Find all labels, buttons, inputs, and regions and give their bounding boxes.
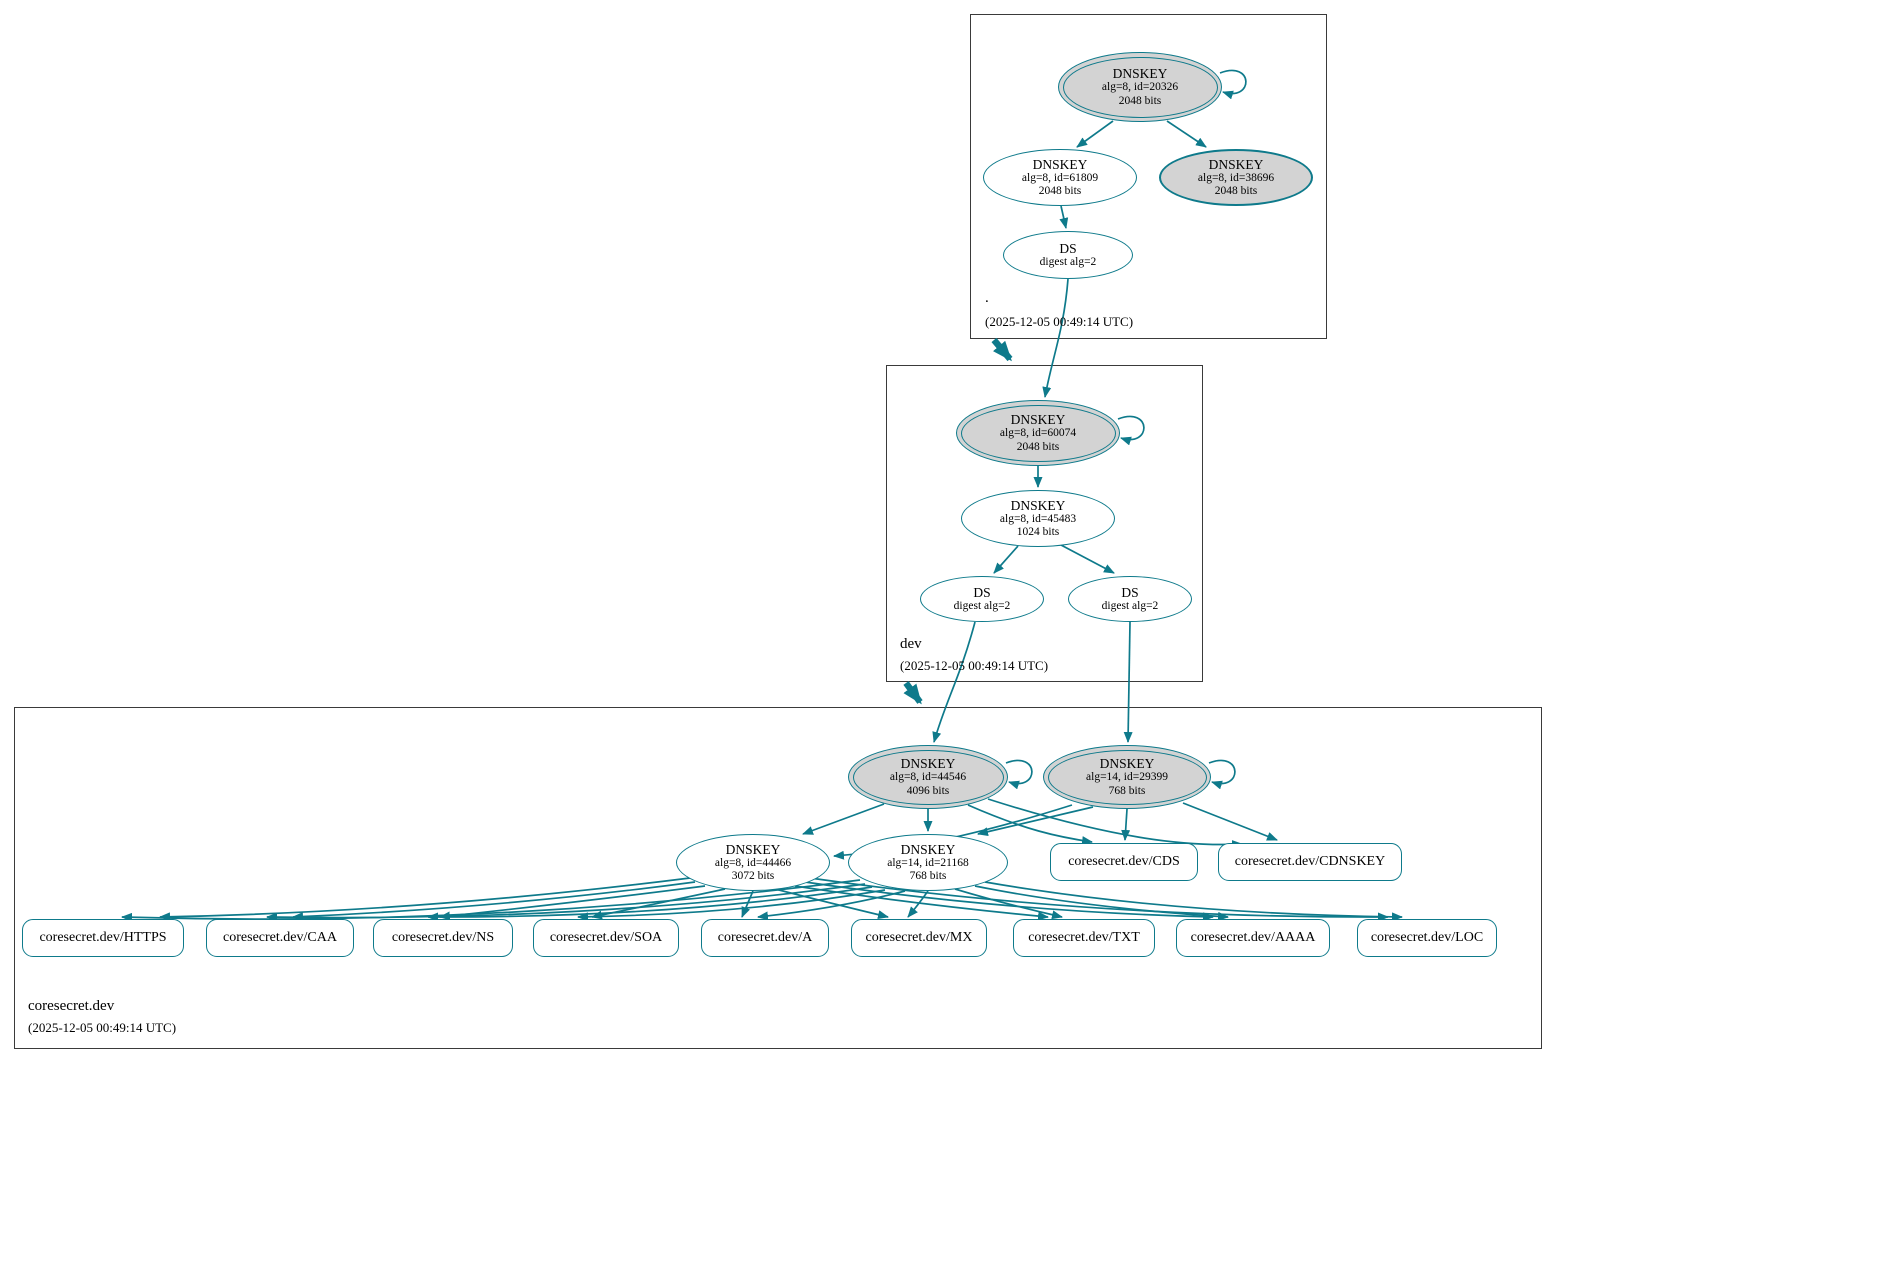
zone-timestamp-root: (2025-12-05 00:49:14 UTC): [985, 314, 1134, 329]
node-detail: 4096 bits: [906, 784, 950, 797]
rrset-node-caa: coresecret.dev/CAA: [206, 919, 354, 957]
node-detail: digest alg=2: [953, 599, 1011, 612]
node-title: DNSKEY: [900, 841, 956, 857]
zone-label-coresecret: coresecret.dev: [28, 998, 115, 1014]
node-detail: alg=14, id=29399: [1086, 771, 1168, 783]
zsk2-rrset-edges: [121, 879, 1403, 922]
rrset-label: coresecret.dev/NS: [391, 930, 495, 945]
node-detail: alg=8, id=45483: [999, 512, 1077, 525]
node-detail: alg=8, id=61809: [1021, 171, 1099, 184]
node-title: DS: [1121, 584, 1139, 600]
node-title: DS: [1059, 240, 1077, 256]
rrset-node-soa: coresecret.dev/SOA: [533, 919, 679, 957]
dnskey-node-dev-60074: DNSKEY alg=8, id=60074 2048 bits: [956, 400, 1120, 466]
dnskey-node-coresecret-44546: DNSKEY alg=8, id=44546 4096 bits: [848, 745, 1008, 809]
dnskey-node-coresecret-29399: DNSKEY alg=14, id=29399 768 bits: [1043, 745, 1211, 809]
rrset-node-cdnskey: coresecret.dev/CDNSKEY: [1218, 843, 1402, 881]
zone-box-root: [970, 14, 1327, 339]
dnskey-node-root-61809: DNSKEY alg=8, id=61809 2048 bits: [983, 149, 1137, 206]
node-detail: alg=8, id=44546: [889, 771, 967, 783]
node-detail: digest alg=2: [1101, 599, 1159, 612]
rrset-node-cds: coresecret.dev/CDS: [1050, 843, 1198, 881]
zone-label-dev: dev: [900, 636, 922, 652]
rrset-label: coresecret.dev/AAAA: [1190, 930, 1316, 945]
rrset-label: coresecret.dev/A: [717, 930, 813, 945]
node-detail: 2048 bits: [1016, 440, 1060, 453]
rrset-label: coresecret.dev/CAA: [223, 930, 337, 945]
node-detail: 2048 bits: [1214, 185, 1258, 197]
node-detail: alg=14, id=21168: [887, 856, 969, 869]
node-title: DNSKEY: [1010, 412, 1066, 427]
zone-box-coresecret: [14, 707, 1542, 1049]
zone-timestamp-dev: (2025-12-05 00:49:14 UTC): [900, 658, 1049, 673]
node-detail: 1024 bits: [1016, 526, 1060, 538]
dnskey-node-coresecret-44466: DNSKEY alg=8, id=44466 3072 bits: [676, 834, 830, 891]
node-title: DNSKEY: [900, 756, 956, 771]
rrset-node-ns: coresecret.dev/NS: [373, 919, 513, 957]
rrset-label: coresecret.dev/CDNSKEY: [1234, 854, 1386, 869]
node-detail: alg=8, id=20326: [1101, 81, 1179, 93]
dnskey-node-root-20326: DNSKEY alg=8, id=20326 2048 bits: [1058, 52, 1222, 122]
ds-node-dev-2: DS digest alg=2: [1068, 576, 1192, 622]
ds-node-dev-1: DS digest alg=2: [920, 576, 1044, 622]
zone-label-root: .: [985, 290, 989, 306]
node-detail: 768 bits: [909, 870, 947, 882]
node-title: DNSKEY: [725, 841, 781, 857]
node-title: DNSKEY: [1112, 66, 1168, 81]
delegation-arrow-dev-coresecret: [903, 681, 923, 705]
dev-zone-edges: [932, 415, 1145, 743]
node-detail: 2048 bits: [1038, 185, 1082, 197]
rrset-node-mx: coresecret.dev/MX: [851, 919, 987, 957]
dnskey-node-coresecret-21168: DNSKEY alg=14, id=21168 768 bits: [848, 834, 1008, 891]
node-detail: 768 bits: [1108, 784, 1146, 797]
rrset-node-txt: coresecret.dev/TXT: [1013, 919, 1155, 957]
node-title: DNSKEY: [1208, 156, 1264, 172]
delegation-arrows: [903, 337, 1013, 705]
rrset-node-loc: coresecret.dev/LOC: [1357, 919, 1497, 957]
node-detail: alg=8, id=60074: [999, 427, 1077, 439]
rrset-label: coresecret.dev/CDS: [1068, 854, 1180, 869]
node-detail: alg=8, id=38696: [1197, 171, 1275, 184]
rrset-label: coresecret.dev/TXT: [1028, 930, 1140, 945]
zone-timestamp-coresecret: (2025-12-05 00:49:14 UTC): [28, 1020, 177, 1035]
rrset-label: coresecret.dev/HTTPS: [39, 930, 167, 945]
rrset-label: coresecret.dev/LOC: [1370, 930, 1484, 945]
zone-box-dev: [886, 365, 1203, 682]
node-title: DNSKEY: [1099, 756, 1155, 771]
node-title: DNSKEY: [1032, 156, 1088, 172]
node-detail: 3072 bits: [731, 870, 775, 882]
rrset-label: coresecret.dev/SOA: [549, 930, 663, 945]
dnskey-node-root-38696: DNSKEY alg=8, id=38696 2048 bits: [1159, 149, 1313, 206]
node-title: DNSKEY: [1010, 497, 1066, 513]
node-detail: alg=8, id=44466: [714, 856, 792, 869]
node-detail: digest alg=2: [1039, 255, 1097, 268]
rrset-node-aaaa: coresecret.dev/AAAA: [1176, 919, 1330, 957]
node-title: DS: [973, 584, 991, 600]
delegation-arrow-root-dev: [991, 337, 1013, 362]
ds-node-root: DS digest alg=2: [1003, 231, 1133, 279]
rrset-label: coresecret.dev/MX: [865, 930, 973, 945]
rrset-node-a: coresecret.dev/A: [701, 919, 829, 957]
dnskey-node-dev-45483: DNSKEY alg=8, id=45483 1024 bits: [961, 490, 1115, 547]
rrset-node-https: coresecret.dev/HTTPS: [22, 919, 184, 957]
root-zone-edges: [1042, 69, 1247, 398]
node-detail: 2048 bits: [1118, 94, 1162, 107]
